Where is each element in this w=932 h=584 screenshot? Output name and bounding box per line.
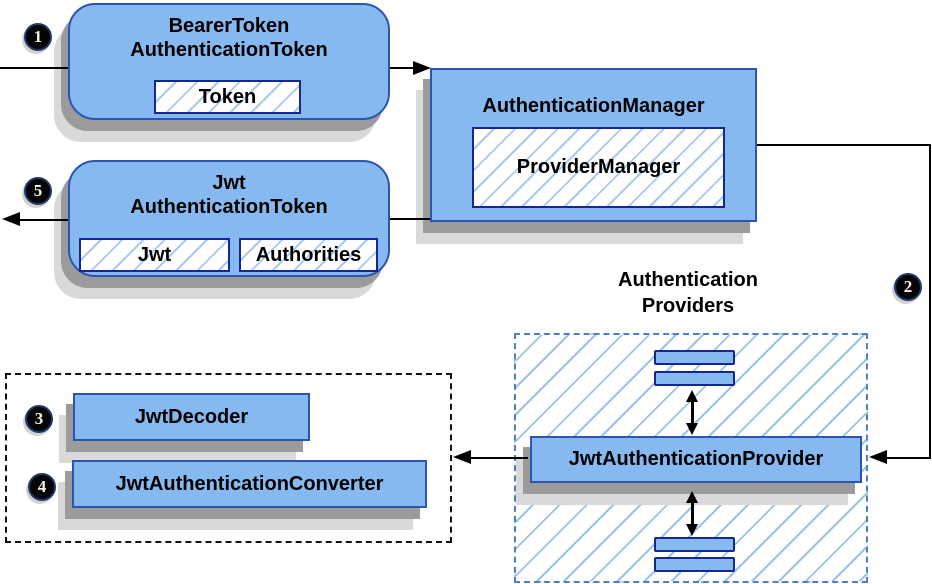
step-number: 3 xyxy=(34,409,44,428)
node-bearer-token-authentication-token: BearerToken AuthenticationToken Token xyxy=(68,3,390,120)
connector-manager-to-jwt-token xyxy=(390,218,430,220)
node-jwt-authentication-token: Jwt AuthenticationToken Jwt Authorities xyxy=(68,160,390,277)
chip-provider-manager-label: ProviderManager xyxy=(516,156,681,178)
label-line2: Providers xyxy=(641,295,735,317)
step-number: 4 xyxy=(37,477,47,496)
label-authentication-providers: Authentication Providers xyxy=(538,267,838,319)
node-label: JwtDecoder xyxy=(134,405,249,428)
step-number: 5 xyxy=(33,181,43,200)
node-title: BearerToken AuthenticationToken xyxy=(70,14,388,62)
arrowhead-left-icon xyxy=(869,450,887,464)
arrowhead-left-icon xyxy=(2,212,20,226)
step-badge-3: 3 xyxy=(25,405,53,433)
arrowhead-right-icon xyxy=(413,61,431,75)
node-jwt-authentication-converter: JwtAuthenticationConverter xyxy=(72,460,427,508)
step-number: 1 xyxy=(33,27,43,46)
chip-authorities: Authorities xyxy=(239,238,378,272)
step-badge-1: 1 xyxy=(24,23,52,51)
box-authentication-providers: JwtAuthenticationProvider xyxy=(514,333,868,583)
step-badge-5: 5 xyxy=(24,177,52,205)
provider-slot-bar-top-2 xyxy=(654,371,735,386)
chip-token-label: Token xyxy=(198,85,257,108)
arrow-stem xyxy=(690,399,694,426)
provider-slot-bar-top-1 xyxy=(654,350,735,365)
arrowhead-up-icon xyxy=(686,390,698,402)
step-number: 2 xyxy=(903,277,913,296)
connector-incoming-request xyxy=(0,67,68,69)
node-jwt-authentication-provider: JwtAuthenticationProvider xyxy=(530,436,862,483)
connector-manager-to-provider-bottom xyxy=(886,457,931,459)
step-badge-2: 2 xyxy=(894,273,922,301)
double-arrow-icon-bottom xyxy=(684,491,700,536)
connector-outgoing-success xyxy=(18,219,68,221)
double-arrow-icon-top xyxy=(684,390,700,435)
arrowhead-down-icon xyxy=(686,524,698,536)
node-title: AuthenticationManager xyxy=(482,95,705,117)
arrowhead-up-icon xyxy=(686,491,698,503)
node-title: Jwt AuthenticationToken xyxy=(70,171,388,219)
node-title-line2: AuthenticationToken xyxy=(130,39,328,61)
chip-authorities-label: Authorities xyxy=(255,243,362,266)
node-jwt-decoder: JwtDecoder xyxy=(73,393,310,441)
chip-jwt-label: Jwt xyxy=(137,243,172,266)
connector-manager-to-provider-side xyxy=(929,144,931,459)
node-authentication-manager: AuthenticationManager ProviderManager xyxy=(430,68,757,222)
connector-provider-to-converters xyxy=(470,457,528,459)
provider-slot-bar-bottom-1 xyxy=(654,537,735,552)
step-badge-4: 4 xyxy=(28,473,56,501)
node-label: JwtAuthenticationProvider xyxy=(568,448,824,470)
connector-manager-to-provider-top xyxy=(757,144,931,146)
chip-token: Token xyxy=(154,80,301,114)
node-title-line1: Jwt xyxy=(212,172,246,194)
arrowhead-left-icon xyxy=(453,450,471,464)
provider-slot-bar-bottom-2 xyxy=(654,557,735,572)
chip-provider-manager: ProviderManager xyxy=(472,127,725,208)
connector-token-to-manager xyxy=(390,67,413,69)
chip-jwt: Jwt xyxy=(79,238,230,272)
label-line1: Authentication xyxy=(618,269,758,291)
arrow-stem xyxy=(690,500,694,527)
node-title-line2: AuthenticationToken xyxy=(130,196,328,218)
node-label: JwtAuthenticationConverter xyxy=(115,472,384,495)
node-title-line1: BearerToken xyxy=(168,15,290,37)
arrowhead-down-icon xyxy=(686,423,698,435)
box-jwt-converters xyxy=(5,373,452,543)
